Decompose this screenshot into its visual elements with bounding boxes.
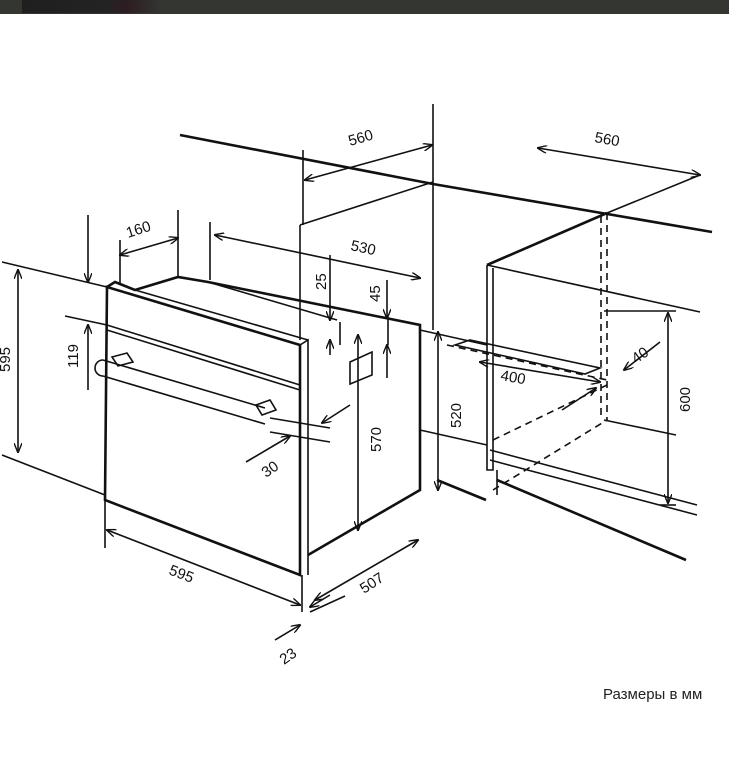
- dimension-labels: 560 560 160 530 25 45 595 119 570 520 30…: [0, 127, 694, 669]
- dim-top-vent: 160: [124, 218, 153, 242]
- top-bar-shade: [22, 0, 162, 13]
- dim-oven-width: 595: [167, 562, 196, 587]
- side-bracket: [349, 350, 373, 386]
- top-bar: [0, 0, 729, 14]
- dim-front-thickness: 23: [277, 645, 300, 668]
- door-handle: [102, 359, 266, 425]
- units-note: Размеры в мм: [603, 686, 703, 703]
- countertop-lines: [179, 104, 713, 340]
- oven: [94, 275, 422, 577]
- vent-slot: [452, 339, 603, 375]
- dim-niche-depth: 530: [349, 237, 377, 259]
- dimension-lines: [1, 145, 700, 641]
- dim-niche-width-right: 560: [593, 129, 621, 150]
- oven-front: [103, 285, 302, 577]
- dim-under-niche: 520: [448, 403, 465, 428]
- dim-oven-height: 595: [0, 347, 14, 372]
- dim-side-gap: 45: [367, 285, 384, 302]
- dim-vent-width: 400: [499, 367, 527, 388]
- dim-niche-height: 570: [368, 427, 385, 452]
- dim-cabinet-height: 600: [677, 387, 694, 412]
- right-cabinet: [419, 211, 701, 562]
- dim-top-gap: 25: [313, 273, 330, 290]
- dim-vent-depth: 40: [629, 344, 652, 367]
- dim-handle-depth: 30: [259, 458, 282, 481]
- dim-panel-height: 119: [65, 344, 82, 368]
- dim-niche-width-top: 560: [346, 127, 375, 150]
